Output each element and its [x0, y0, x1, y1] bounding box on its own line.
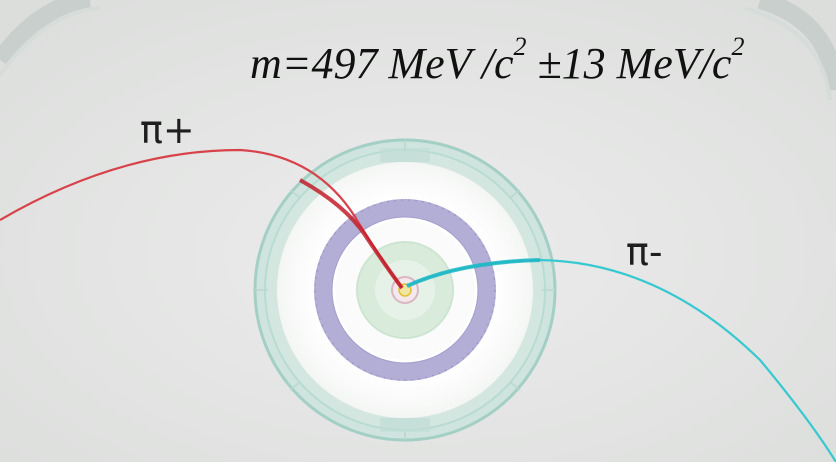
pi-minus-label: π- [626, 230, 663, 274]
invariant-mass-label: m=497 MeV /c2 ±13 MeV/c2 [250, 32, 745, 89]
outer-frame-right [757, 0, 836, 92]
outer-frame-left [0, 0, 92, 66]
pi-plus-label: π+ [140, 108, 195, 152]
tracker-ring [314, 199, 496, 381]
